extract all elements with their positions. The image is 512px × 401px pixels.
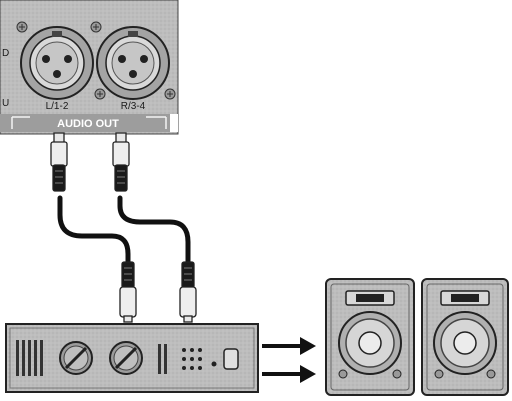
xlr-cable-right — [117, 195, 191, 265]
side-letter-top: D — [2, 48, 9, 59]
screw-icon — [94, 88, 106, 100]
side-letter-bottom: U — [2, 98, 9, 109]
screw-icon — [90, 21, 102, 33]
arrow-right-icon — [262, 365, 316, 383]
xlr-male-plug-icon — [179, 261, 197, 323]
vent-slots-left — [16, 340, 43, 376]
xlr-cable-left — [57, 195, 131, 265]
vent-slots-right — [158, 344, 167, 374]
amplifier-icon — [5, 323, 259, 393]
power-switch[interactable] — [223, 348, 239, 370]
led-indicators — [182, 348, 217, 370]
knob-icon[interactable] — [109, 341, 143, 375]
screw-icon — [164, 88, 176, 100]
xlr-male-plug-icon — [119, 261, 137, 323]
screw-icon — [16, 21, 28, 33]
device-rear-panel: AUDIO OUT D U L/1-2 — [0, 0, 179, 135]
loudspeaker-icon — [421, 278, 509, 396]
xlr-female-jack-icon[interactable] — [20, 26, 94, 100]
audio-out-label: AUDIO OUT — [57, 118, 119, 130]
jack-left-label: L/1-2 — [46, 101, 69, 112]
knob-icon[interactable] — [59, 341, 93, 375]
loudspeaker-icon — [325, 278, 415, 396]
xlr-male-plug-icon — [50, 132, 68, 192]
xlr-male-plug-icon — [112, 132, 130, 192]
jack-right-label: R/3-4 — [121, 101, 146, 112]
arrow-right-icon — [262, 337, 316, 355]
xlr-female-jack-icon[interactable] — [96, 26, 170, 100]
